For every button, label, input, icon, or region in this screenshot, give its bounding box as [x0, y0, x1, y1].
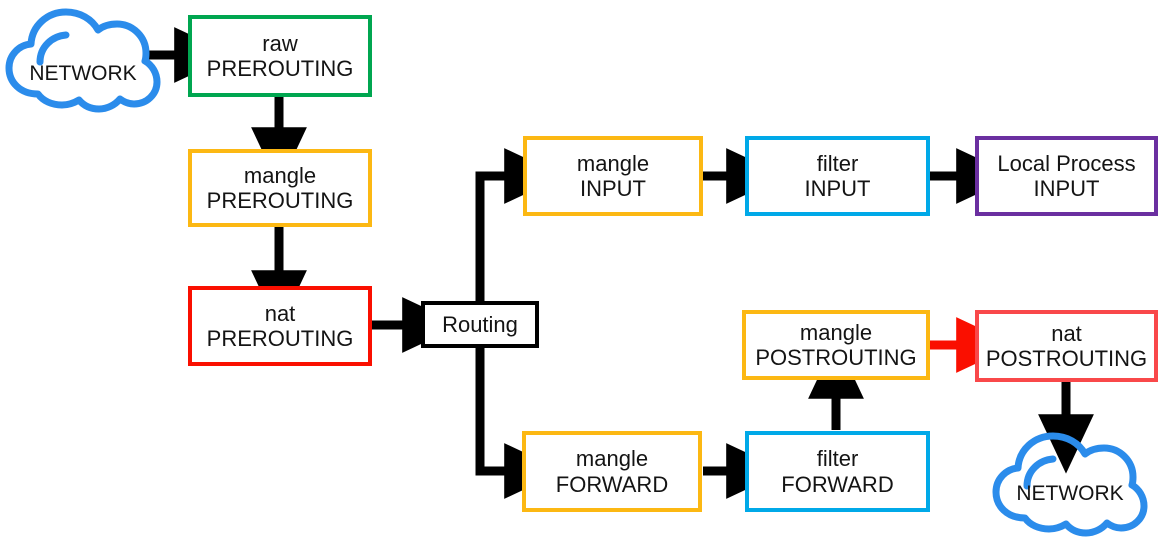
node-mangle-forward-line1: mangle — [575, 446, 649, 472]
edge-routing-to-mangle-input — [475, 148, 564, 302]
node-local-process-input[interactable]: Local Process INPUT — [975, 136, 1158, 216]
node-local-process-input-line1: Local Process — [997, 150, 1136, 176]
node-mangle-prerouting-line2: PREROUTING — [206, 188, 354, 213]
node-nat-postrouting[interactable]: nat POSTROUTING — [975, 310, 1158, 382]
node-nat-postrouting-line2: POSTROUTING — [985, 346, 1148, 371]
node-mangle-forward[interactable]: mangle FORWARD — [522, 431, 702, 512]
node-nat-prerouting-line1: nat — [264, 300, 296, 326]
node-mangle-input-line1: mangle — [576, 150, 650, 176]
node-mangle-postrouting-line1: mangle — [799, 319, 873, 345]
node-raw-prerouting-line1: raw — [262, 30, 298, 56]
node-mangle-input-line2: INPUT — [580, 176, 646, 201]
node-mangle-postrouting[interactable]: mangle POSTROUTING — [742, 310, 930, 380]
node-local-process-input-line2: INPUT — [1033, 176, 1100, 201]
node-filter-forward[interactable]: filter FORWARD — [745, 431, 930, 512]
node-routing-label: Routing — [442, 311, 518, 337]
node-filter-forward-line1: filter — [816, 446, 859, 472]
network-in-label: NETWORK — [29, 62, 137, 85]
node-mangle-postrouting-line2: POSTROUTING — [755, 345, 917, 370]
node-mangle-prerouting[interactable]: mangle PREROUTING — [188, 149, 372, 227]
edge-routing-to-mangle-forward — [475, 347, 564, 499]
node-filter-forward-line2: FORWARD — [781, 471, 894, 497]
node-nat-prerouting[interactable]: nat PREROUTING — [188, 286, 372, 366]
node-mangle-input[interactable]: mangle INPUT — [523, 136, 703, 216]
node-raw-prerouting-line2: PREROUTING — [206, 56, 354, 81]
node-raw-prerouting[interactable]: raw PREROUTING — [188, 15, 372, 97]
node-filter-input[interactable]: filter INPUT — [745, 136, 930, 216]
node-mangle-forward-line2: FORWARD — [555, 471, 669, 497]
network-out-label: NETWORK — [1016, 482, 1124, 505]
node-nat-postrouting-line1: nat — [1051, 320, 1082, 346]
node-nat-prerouting-line2: PREROUTING — [206, 326, 354, 351]
node-filter-input-line2: INPUT — [804, 176, 871, 201]
network-in-cloud-icon — [5, 8, 161, 113]
node-filter-input-line1: filter — [816, 150, 859, 176]
node-mangle-prerouting-line1: mangle — [243, 162, 317, 188]
node-routing[interactable]: Routing — [421, 301, 539, 348]
